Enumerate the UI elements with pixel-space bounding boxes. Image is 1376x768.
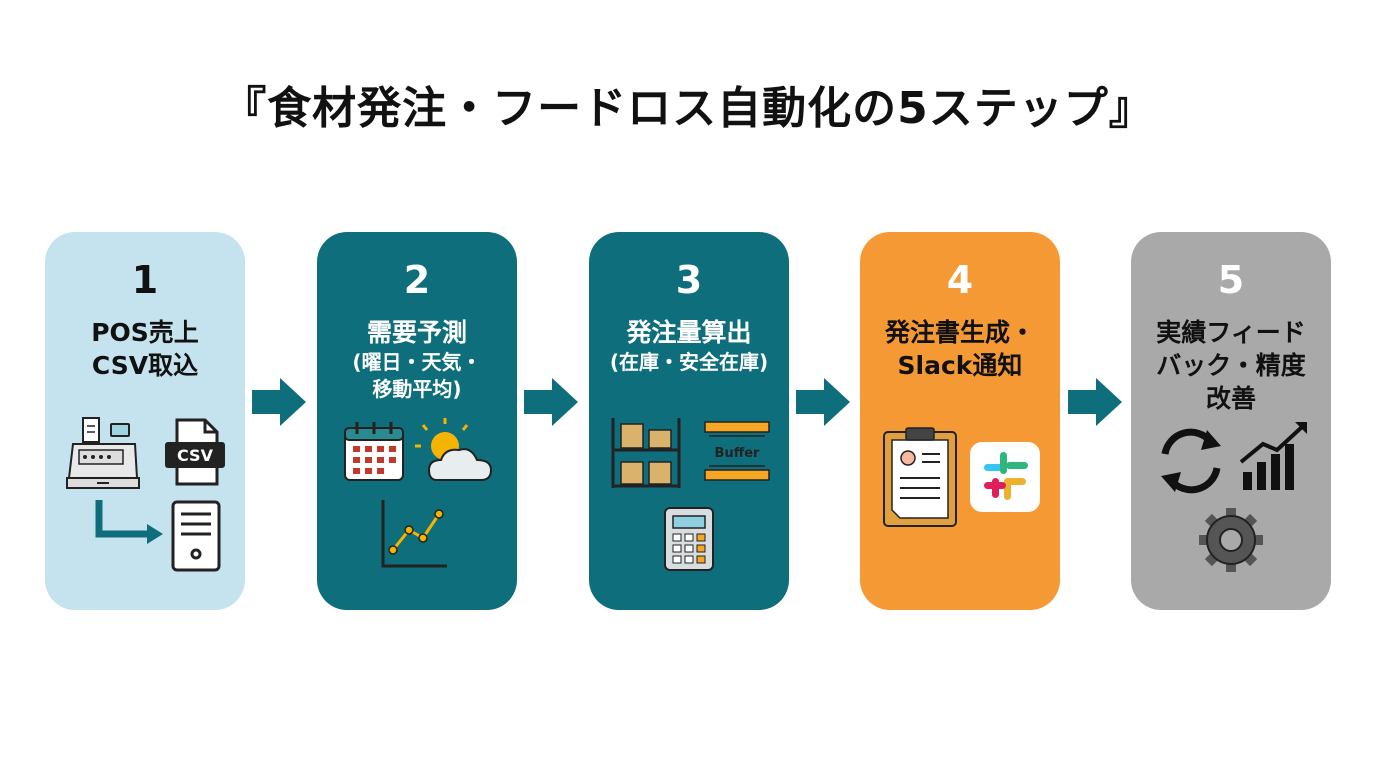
step-number: 2 bbox=[403, 258, 431, 302]
step-number: 3 bbox=[675, 258, 703, 302]
step-number: 1 bbox=[131, 258, 159, 302]
flow-arrow-icon bbox=[252, 378, 306, 426]
csv-label: CSV bbox=[177, 446, 214, 465]
line-chart-icon bbox=[381, 500, 447, 568]
step-number: 5 bbox=[1217, 258, 1245, 302]
growth-chart-icon bbox=[1239, 422, 1307, 490]
csv-file-icon: CSV bbox=[165, 418, 225, 486]
step-label: 発注量算出 (在庫・安全在庫) bbox=[609, 318, 769, 374]
buffer-label: Buffer bbox=[715, 446, 761, 461]
step-card-3: 3 発注量算出 (在庫・安全在庫) Buffer bbox=[589, 232, 789, 610]
step-label: 実績フィード バック・精度 改善 bbox=[1156, 318, 1306, 413]
calculator-icon bbox=[664, 507, 714, 571]
server-icon bbox=[171, 500, 221, 572]
flow-arrow-icon bbox=[796, 378, 850, 426]
page-title: 『食材発注・フードロス自動化の5ステップ』 bbox=[222, 83, 1154, 134]
cash-register-icon bbox=[66, 417, 140, 489]
sun-cloud-icon bbox=[415, 418, 493, 481]
clipboard-icon bbox=[883, 427, 957, 527]
step-card-5: 5 実績フィード バック・精度 改善 bbox=[1131, 232, 1331, 610]
arrow-right-icon bbox=[95, 500, 163, 544]
step-label: 発注書生成・ Slack通知 bbox=[884, 318, 1035, 380]
flow-arrow-icon bbox=[524, 378, 578, 426]
flow-arrow-icon bbox=[1068, 378, 1122, 426]
gear-icon bbox=[1199, 508, 1263, 572]
step-number: 4 bbox=[946, 258, 974, 302]
step-card-2: 2 需要予測 (曜日・天気・ 移動平均) bbox=[317, 232, 517, 610]
slack-icon bbox=[970, 442, 1040, 512]
step-label: POS売上 CSV取込 bbox=[91, 318, 199, 380]
shelf-boxes-icon bbox=[611, 418, 681, 488]
step-card-1: 1 POS売上 CSV取込 CSV bbox=[45, 232, 245, 610]
step-label: 需要予測 (曜日・天気・ 移動平均) bbox=[352, 318, 482, 401]
calendar-icon bbox=[344, 422, 404, 481]
buffer-icon: Buffer bbox=[704, 421, 770, 481]
refresh-icon bbox=[1161, 428, 1221, 494]
step-card-4: 4 発注書生成・ Slack通知 bbox=[860, 232, 1060, 610]
